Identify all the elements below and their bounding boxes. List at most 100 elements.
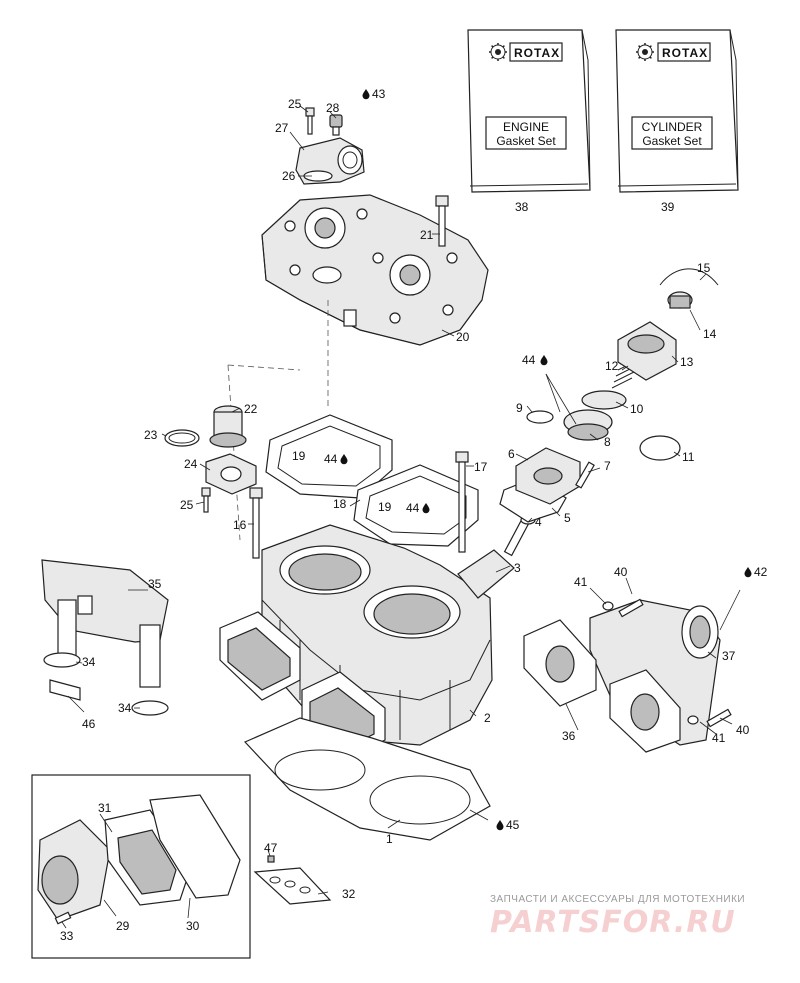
valve-o-ring-9 [526,410,554,424]
callout-label: 40 [614,565,628,579]
exhaust-flange-lower [609,669,681,753]
watermark-brand: PARTSFOR.RU [490,905,736,940]
valve-piston [563,409,613,441]
cylinder-head [261,194,489,346]
callout-label: 13 [680,355,694,369]
callout-label: 46 [82,717,96,731]
callout-label: 10 [630,402,644,416]
exhaust-flange-upper [523,619,597,707]
callout-label: 4 [535,515,542,529]
callout-label: 19 [292,449,306,463]
callout-label: 44 [522,353,536,367]
manifold-washer-upper [602,601,614,611]
callout-label: 44 [324,452,338,466]
callout-label: 31 [98,801,112,815]
callout-label: 34 [118,701,132,715]
sealant-drop-icon [540,355,548,366]
head-gasket-lower [353,464,479,547]
valve-housing [515,447,581,505]
cylinder-kit-subtitle: Gasket Set [642,134,702,148]
engine-gasket-set-kit: ROTAX ENGINE Gasket Set [467,29,591,193]
head-bolt [435,195,449,247]
callout-label: 34 [82,655,96,669]
callout-label: 27 [275,121,289,135]
cylinder-gasket-set-kit: ROTAX CYLINDER Gasket Set [615,29,739,193]
callout-label: 5 [564,511,571,525]
housing-screw-7 [575,461,595,489]
callout-label: 35 [148,577,162,591]
callout-label: 24 [184,457,198,471]
callout-label: 45 [506,818,520,832]
callout-label: 25 [288,97,302,111]
callout-label: 15 [697,261,711,275]
valve-cap [667,291,693,309]
head-gasket-upper [265,414,393,499]
callout-labels: 1 2 3 4 5 6 7 8 9 10 11 12 13 14 15 16 1… [60,87,768,943]
callout-label: 14 [703,327,717,341]
rotax-brand-text: ROTAX [662,46,708,60]
callout-label: 25 [180,498,194,512]
callout-label: 41 [712,731,726,745]
callout-label: 18 [333,497,347,511]
reed-valve-upper [219,611,301,701]
callout-label: 1 [386,832,393,846]
rotax-logo-icon [488,42,508,62]
coolant-hose [41,559,169,688]
exhaust-valve-slide [457,513,533,599]
callout-label: 28 [326,101,340,115]
callout-label: 21 [420,228,434,242]
callout-label: 43 [372,87,386,101]
sealant-drop-icon [362,89,370,100]
thermostat-housing [295,137,365,185]
exhaust-manifold [589,599,721,746]
valve-clip [659,268,719,286]
callout-label: 7 [604,459,611,473]
engine-kit-subtitle: Gasket Set [496,134,556,148]
bleed-fitting [329,114,343,136]
callout-label: 33 [60,929,74,943]
manifold-screw-upper [618,598,644,618]
manifold-washer-lower [687,715,699,725]
valve-bellows-10 [581,390,627,410]
hose-clamp-lower [131,700,169,716]
callout-label: 19 [378,500,392,514]
base-gasket [243,717,491,841]
thermostat-cover [205,453,257,495]
rotax-logo-icon [635,42,655,62]
callout-label: 11 [682,450,695,464]
rotax-brand-text: ROTAX [514,46,560,60]
callout-label: 3 [514,561,521,575]
callout-label: 2 [484,711,491,725]
callout-label: 36 [562,729,576,743]
callout-label: 17 [474,460,488,474]
sealant-drop-icon [744,567,752,578]
housing-screw [305,107,315,135]
callout-label: 29 [116,919,130,933]
hose-clamp-upper [43,652,81,668]
valve-cover [617,321,677,381]
callout-label: 9 [516,401,523,415]
manifold-screw-lower [706,708,732,728]
cover-screw [201,487,211,513]
small-screw-47 [267,855,275,863]
cylinder-stud-left [249,487,263,559]
intake-inset-box [31,774,251,959]
engine-kit-title: ENGINE [503,120,549,134]
callout-label: 6 [508,447,515,461]
hose-bracket [49,679,81,701]
callout-label: 37 [722,649,736,663]
leader-lines [61,105,741,929]
callout-label: 23 [144,428,158,442]
sealant-drop-icon [496,820,504,831]
callout-label: 20 [456,330,470,344]
callout-label: 8 [604,435,611,449]
callout-label: 42 [754,565,768,579]
callout-label: 30 [186,919,200,933]
thermostat-o-ring [164,429,200,447]
callout-label: 16 [233,518,247,532]
watermark-tagline: ЗАПЧАСТИ И АКСЕССУАРЫ ДЛЯ МОТОТЕХНИКИ [490,894,745,905]
callout-label: 26 [282,169,296,183]
cylinder-stud-right [455,451,469,553]
cylinder-kit-title: CYLINDER [642,120,703,134]
callout-label: 41 [574,575,588,589]
